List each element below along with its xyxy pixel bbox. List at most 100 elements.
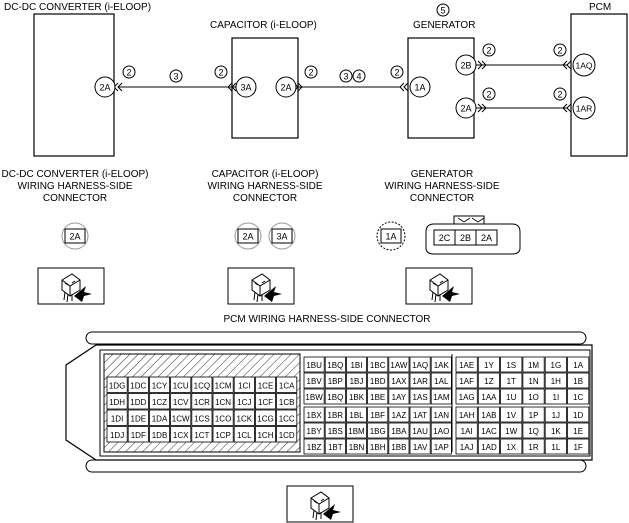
pcm-pin-label: 1Y [484, 361, 494, 370]
pcm-pin-cell [544, 438, 567, 455]
pcm-pin-label: 1AZ [392, 411, 407, 420]
pcm-pin-cell [367, 356, 389, 373]
pcm-pin-cell [455, 406, 478, 423]
generator-title: GENERATOR [413, 20, 475, 31]
pcm-pin-cell [345, 388, 367, 405]
pcm-pin-label: 1BY [307, 427, 323, 436]
pcm-pin-label: 1AX [391, 377, 407, 386]
pcm-pin-cell [276, 409, 298, 426]
pcm-pin-cell [212, 393, 234, 410]
heading-line: DC-DC CONVERTER (i-ELOOP) [1, 169, 148, 180]
pcm-pin-label: 1X [506, 443, 516, 452]
pcm-pin-label: 1I [553, 393, 560, 402]
pcm-pin-label: 1AU [412, 427, 428, 436]
pcm-pin-cell [567, 406, 590, 423]
pcm-pin-cell [409, 356, 431, 373]
pcm-pin-label: 1V [506, 411, 516, 420]
pcm-pin-cell [254, 426, 276, 443]
heading-line: CAPACITOR (i-ELOOP) [212, 169, 319, 180]
pcm-pin-cell [191, 409, 213, 426]
pcm-pin-label: 1AW [390, 361, 407, 370]
pcm-pin-label: 1U [506, 393, 516, 402]
pcm-pin-cell [455, 438, 478, 455]
pcm-pin-cell [276, 426, 298, 443]
pcm-pin-cell [409, 422, 431, 439]
pcm-pin-cell [500, 356, 523, 373]
pcm-pin-cell [388, 438, 410, 455]
pcm-connector-heading: PCM WIRING HARNESS-SIDE CONNECTOR [223, 314, 430, 325]
pcm-pin-cell [388, 406, 410, 423]
pcm-pin-label: 1CP [215, 431, 231, 440]
pcm-pin-label: 1AJ [460, 443, 474, 452]
pcm-pin-label: 1Z [484, 377, 493, 386]
pcm-pin-cell [455, 422, 478, 439]
pcm-pin-label: 1CC [279, 414, 295, 423]
pcm-pin-cell [522, 422, 545, 439]
pcm-pin-label: 1AF [459, 377, 474, 386]
pcm-pin-label: 1CO [215, 414, 231, 423]
connector-arrow-icon [405, 267, 473, 305]
pin-bubbles: 2A 3A 2A 1A 2B 2A 1AQ 1AR [94, 53, 596, 120]
pcm-pin-label: 1F [573, 443, 582, 452]
connector-arrow-icon [37, 267, 105, 305]
pcm-pin-cell [367, 422, 389, 439]
pcm-pin-cell [106, 376, 128, 393]
heading-line: GENERATOR [411, 169, 473, 180]
pcm-pin-label: 1BF [370, 411, 385, 420]
wire-size-label: 2 [557, 90, 562, 100]
wire-size-label: 2 [486, 90, 491, 100]
pcm-pin-label: 1AG [459, 393, 475, 402]
pcm-pin-label: 1AM [433, 393, 450, 402]
heading-line: CONNECTOR [43, 193, 107, 204]
pcm-pin-cell [345, 372, 367, 389]
pcm-pin-cell [567, 372, 590, 389]
pcm-pin-cell [544, 356, 567, 373]
pin-gen-2b: 2B [460, 61, 471, 71]
pcm-pin-label: 1D [573, 411, 583, 420]
pcm-pin-label: 1M [528, 361, 539, 370]
pcm-pin-cell [388, 356, 410, 373]
dcdc-connector-heading: DC-DC CONVERTER (i-ELOOP) WIRING HARNESS… [1, 169, 148, 204]
pcm-pin-cell [303, 356, 325, 373]
pcm-pin-cell [276, 376, 298, 393]
pcm-pin-label: 1CL [237, 431, 252, 440]
dcdc-title: DC-DC CONVERTER (i-ELOOP) [4, 2, 151, 13]
pcm-pin-label: 1C [573, 393, 583, 402]
pcm-pin-label: 1CE [258, 381, 274, 390]
pcm-pin-cell [409, 406, 431, 423]
pcm-pin-label: 1BV [307, 377, 323, 386]
pcm-pin-label: 1BA [391, 427, 407, 436]
pcm-pin-cell [455, 388, 478, 405]
pcm-pin-cell [544, 406, 567, 423]
pcm-pin-cell [477, 372, 500, 389]
pcm-pin-label: 1CS [194, 414, 210, 423]
pcm-pin-label: 1AB [481, 411, 496, 420]
pcm-pin-cell [191, 426, 213, 443]
pin-dcdc-2a: 2A [99, 83, 110, 93]
pcm-pin-label: 1DA [152, 414, 168, 423]
pcm-pin-cell [367, 406, 389, 423]
heading-line: CONNECTOR [410, 193, 474, 204]
pcm-pin-label: 1DI [111, 414, 123, 423]
pcm-pin-cell [430, 372, 452, 389]
pcm-pin-cell [324, 438, 346, 455]
pcm-pin-cell [191, 376, 213, 393]
face-pin: 2B [460, 233, 471, 243]
pcm-pin-label: 1BU [306, 361, 322, 370]
pcm-pin-cell [388, 372, 410, 389]
pcm-pin-cell [430, 356, 452, 373]
pcm-pin-cell [106, 426, 128, 443]
pcm-pin-label: 1DE [131, 414, 147, 423]
pcm-pin-label: 1L [551, 443, 560, 452]
pcm-pin-label: 1CY [152, 381, 168, 390]
pcm-pin-label: 1Q [528, 427, 539, 436]
capacitor-connector-heading: CAPACITOR (i-ELOOP) WIRING HARNESS-SIDE … [207, 169, 322, 204]
pcm-pin-label: 1CQ [194, 381, 210, 390]
pcm-pin-label: 1AK [434, 361, 450, 370]
pcm-pin-cell [303, 422, 325, 439]
pcm-pin-label: 1AN [434, 411, 450, 420]
pcm-pin-label: 1AE [459, 361, 474, 370]
pcm-pin-label: 1BD [370, 377, 386, 386]
pcm-pin-label: 1R [528, 443, 538, 452]
pcm-pin-label: 1J [552, 411, 560, 420]
